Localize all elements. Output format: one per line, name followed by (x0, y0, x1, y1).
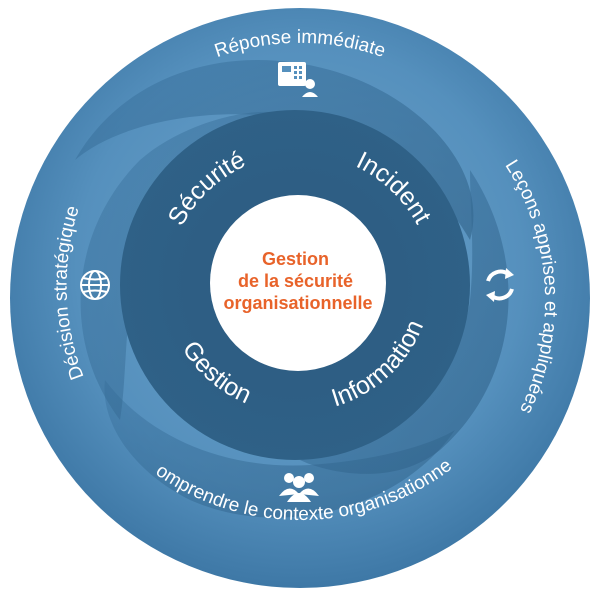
center-title-line-2: de la sécurité (238, 271, 353, 291)
people-group-icon (279, 473, 319, 502)
swirl-segment-top (75, 60, 474, 241)
swirl-segment-right (300, 170, 509, 474)
cycle-arrows-icon (486, 268, 514, 302)
center-title-line-3: organisationnelle (223, 293, 372, 313)
center-circle (210, 195, 386, 371)
swirl-segment-bottom (104, 380, 455, 518)
globe-icon (80, 270, 110, 300)
swirl-segment-left (80, 111, 270, 421)
center-title-line-1: Gestion (262, 249, 329, 269)
phone-support-icon (278, 62, 318, 97)
center-title: Gestion de la sécurité organisationnelle (223, 249, 372, 313)
